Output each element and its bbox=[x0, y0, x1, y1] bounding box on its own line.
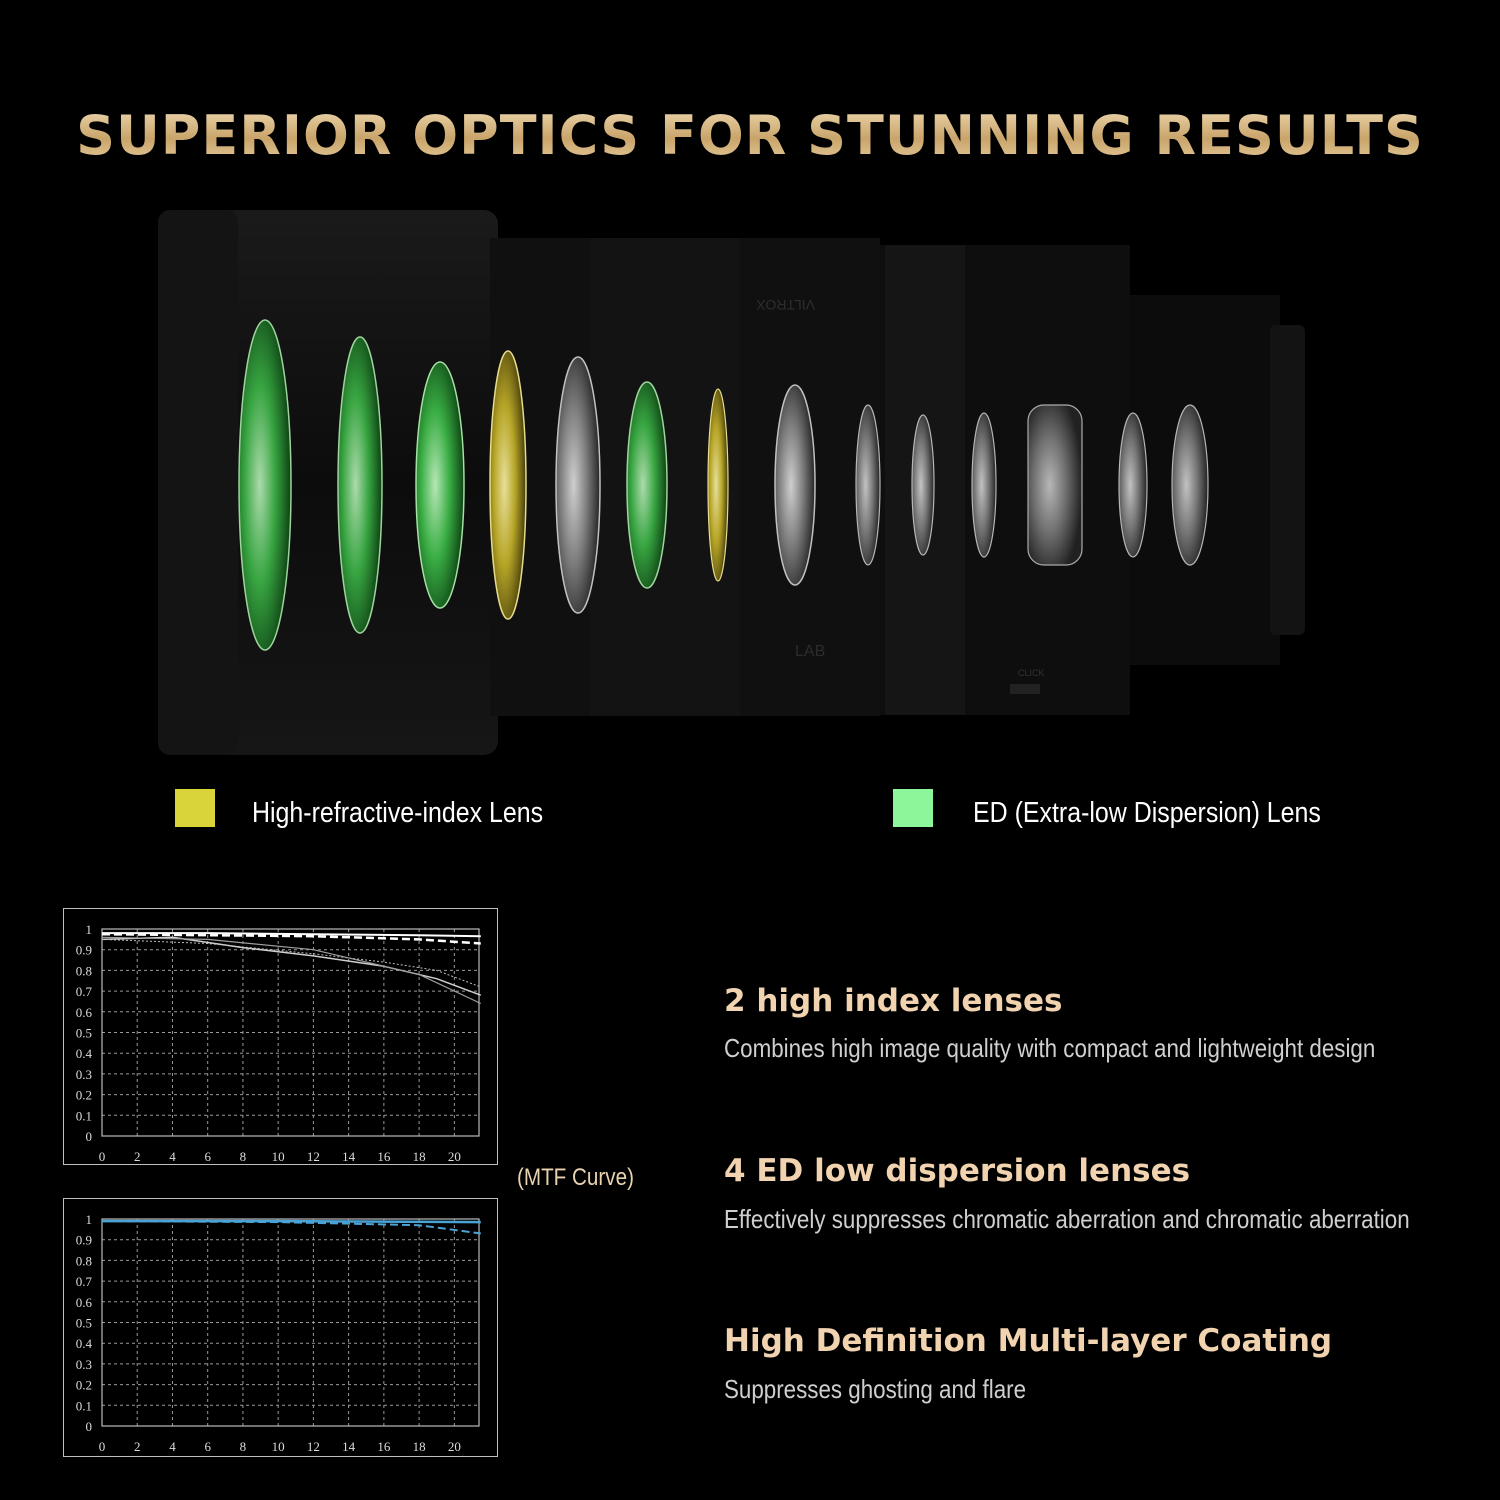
mount-flange bbox=[1270, 325, 1305, 635]
mtf-x-tick: 2 bbox=[134, 1149, 141, 1164]
legend-swatch-high-index bbox=[175, 789, 215, 827]
mtf-y-tick: 0.2 bbox=[76, 1088, 92, 1103]
mtf-curve bbox=[101, 932, 481, 945]
mtf-curve bbox=[101, 936, 482, 996]
lens-cutaway-illustration: VILTROX LAB CLICK bbox=[158, 210, 1305, 755]
lens-element-ed-4 bbox=[626, 381, 668, 589]
mtf-x-tick: 18 bbox=[413, 1439, 426, 1454]
lens-element-clear-7 bbox=[1118, 412, 1148, 558]
mtf-x-tick: 0 bbox=[99, 1439, 106, 1454]
mtf-curve bbox=[101, 936, 482, 1005]
mtf-curve bbox=[101, 1220, 481, 1235]
lab-mark: LAB bbox=[795, 643, 825, 660]
lens-element-high-index-1 bbox=[489, 350, 527, 620]
lens-element-clear-1 bbox=[555, 356, 601, 614]
mtf-y-tick: 0 bbox=[86, 1129, 93, 1144]
legend-label-high-index: High-refractive-index Lens bbox=[252, 797, 544, 829]
mtf-x-tick: 20 bbox=[448, 1149, 461, 1164]
mtf-y-tick: 0.1 bbox=[76, 1398, 92, 1413]
mtf-x-tick: 8 bbox=[240, 1439, 247, 1454]
mtf-caption: (MTF Curve) bbox=[517, 1164, 634, 1191]
mtf-y-tick: 0.4 bbox=[76, 1046, 93, 1061]
mtf-x-tick: 12 bbox=[307, 1149, 320, 1164]
feature-title-coating: High Definition Multi-layer Coating bbox=[724, 1323, 1333, 1359]
lens-element-ed-2 bbox=[337, 336, 383, 634]
feature-desc-high-index: Combines high image quality with compact… bbox=[724, 1033, 1376, 1063]
mtf-x-tick: 6 bbox=[204, 1149, 211, 1164]
mtf-x-tick: 0 bbox=[99, 1149, 106, 1164]
mtf-x-tick: 16 bbox=[377, 1149, 391, 1164]
headline: SUPERIOR OPTICS FOR STUNNING RESULTS bbox=[0, 104, 1500, 167]
mtf-y-tick: 0 bbox=[86, 1419, 93, 1434]
mtf-x-tick: 16 bbox=[377, 1439, 391, 1454]
lens-element-clear-8 bbox=[1171, 404, 1209, 566]
mtf-plot-area bbox=[101, 928, 480, 1137]
mtf-curve bbox=[101, 938, 481, 988]
barrel-front bbox=[158, 210, 498, 755]
mtf-y-tick: 0.9 bbox=[76, 1233, 92, 1248]
lens-element-clear-6 bbox=[1027, 404, 1083, 566]
mtf-y-tick: 0.4 bbox=[76, 1336, 93, 1351]
mtf-y-tick: 0.9 bbox=[76, 943, 92, 958]
mtf-y-tick: 0.8 bbox=[76, 963, 92, 978]
mtf-curve bbox=[102, 932, 481, 938]
mtf-x-tick: 10 bbox=[272, 1439, 285, 1454]
mtf-x-tick: 4 bbox=[169, 1439, 176, 1454]
lens-element-ed-1 bbox=[238, 319, 292, 651]
feature-desc-coating: Suppresses ghosting and flare bbox=[724, 1374, 1027, 1404]
switch-label: CLICK bbox=[1018, 668, 1045, 678]
mtf-x-tick: 14 bbox=[342, 1149, 356, 1164]
legend-swatch-ed bbox=[893, 789, 933, 827]
mtf-x-tick: 14 bbox=[342, 1439, 356, 1454]
mtf-y-tick: 1 bbox=[86, 1212, 93, 1227]
brand-mark: VILTROX bbox=[755, 297, 815, 313]
feature-title-ed: 4 ED low dispersion lenses bbox=[724, 1153, 1191, 1189]
legend-label-ed: ED (Extra-low Dispersion) Lens bbox=[973, 797, 1321, 829]
feature-desc-ed: Effectively suppresses chromatic aberrat… bbox=[724, 1204, 1410, 1234]
mtf-y-tick: 0.7 bbox=[76, 1274, 93, 1289]
mtf-x-tick: 6 bbox=[204, 1439, 211, 1454]
lens-element-clear-3 bbox=[855, 404, 881, 566]
mtf-plot-area bbox=[101, 1218, 480, 1427]
mtf-y-tick: 0.2 bbox=[76, 1378, 92, 1393]
lens-element-clear-2 bbox=[774, 384, 816, 586]
mtf-y-tick: 0.1 bbox=[76, 1108, 92, 1123]
lens-element-ed-3 bbox=[415, 361, 465, 609]
mtf-x-tick: 12 bbox=[307, 1439, 320, 1454]
mtf-y-tick: 0.6 bbox=[76, 1005, 93, 1020]
mtf-x-tick: 8 bbox=[240, 1149, 247, 1164]
mtf-y-tick: 0.6 bbox=[76, 1295, 93, 1310]
mtf-y-tick: 0.3 bbox=[76, 1067, 92, 1082]
mtf-x-tick: 18 bbox=[413, 1149, 426, 1164]
switch-icon bbox=[1010, 684, 1040, 694]
mtf-y-tick: 0.5 bbox=[76, 1316, 92, 1331]
feature-title-high-index: 2 high index lenses bbox=[724, 983, 1063, 1019]
mtf-y-tick: 1 bbox=[86, 922, 93, 937]
mtf-y-tick: 0.3 bbox=[76, 1357, 92, 1372]
mtf-x-tick: 20 bbox=[448, 1439, 461, 1454]
lens-element-clear-4 bbox=[911, 414, 935, 556]
barrel-front-ring bbox=[158, 210, 238, 755]
lens-element-clear-5 bbox=[971, 412, 997, 558]
mtf-y-tick: 0.5 bbox=[76, 1026, 92, 1041]
mtf-x-tick: 2 bbox=[134, 1439, 141, 1454]
mtf-x-tick: 4 bbox=[169, 1149, 176, 1164]
mtf-curve bbox=[102, 1219, 481, 1224]
mtf-y-tick: 0.8 bbox=[76, 1253, 92, 1268]
lens-element-high-index-2 bbox=[707, 388, 729, 582]
mtf-x-tick: 10 bbox=[272, 1149, 285, 1164]
mtf-y-tick: 0.7 bbox=[76, 984, 93, 999]
